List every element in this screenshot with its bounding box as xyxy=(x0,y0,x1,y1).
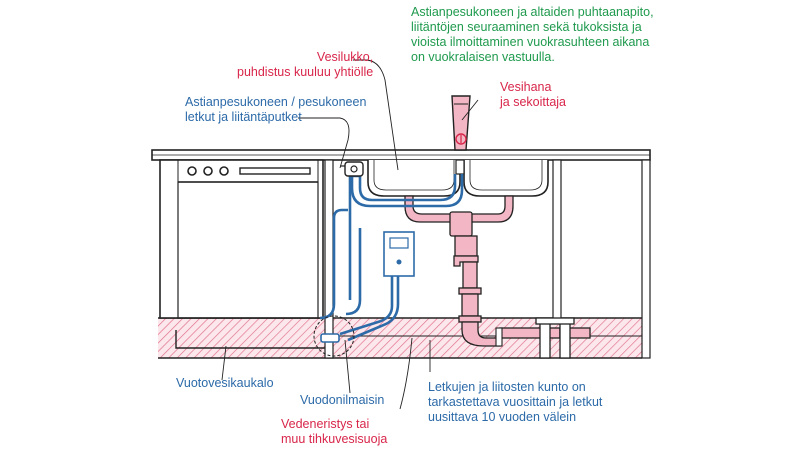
label-line: Vuodonilmaisin xyxy=(300,393,385,407)
label-line: tarkastettava vuosittain ja letkut xyxy=(428,395,603,409)
leak-detector xyxy=(313,315,355,357)
dishwasher-connection-valve xyxy=(340,161,364,177)
tenant-responsibility-note: Astianpesukoneen ja altaiden puhtaanapit… xyxy=(411,5,654,65)
dishwasher-knob-icon xyxy=(187,166,197,176)
double-sink xyxy=(367,160,549,197)
dishwasher-knob-icon xyxy=(219,166,229,176)
dishwasher-hoses-label: Astianpesukoneen / pesukoneen letkut ja … xyxy=(185,95,366,125)
countertop xyxy=(151,149,651,161)
label-line: uusittava 10 vuoden välein xyxy=(428,410,577,424)
label-line: puhdistus kuuluu yhtiölle xyxy=(237,65,374,79)
label-line: Astianpesukoneen / pesukoneen xyxy=(185,95,367,109)
leak-tray-label: Vuotovesikaukalo xyxy=(176,376,274,391)
faucet-valve-icon xyxy=(455,133,467,145)
sink-cabinet xyxy=(324,159,651,359)
leader-lines xyxy=(221,59,479,410)
label-line: Vedeneristys tai xyxy=(281,417,370,431)
label-line: muu tihkuvesisuoja xyxy=(281,432,388,446)
faucet-label: Vesihana ja sekoittaja xyxy=(500,80,566,110)
note-line: Astianpesukoneen ja altaiden puhtaanapit… xyxy=(411,5,654,19)
label-line: ja sekoittaja xyxy=(500,95,567,109)
leak-detector-label: Vuodonilmaisin xyxy=(300,393,384,408)
note-line: liitäntöjen seuraaminen sekä tukoksista … xyxy=(411,20,642,34)
label-line: Vesilukko, xyxy=(316,50,374,64)
water-heater xyxy=(383,231,415,277)
label-line: Vesihana xyxy=(500,80,552,94)
water-trap-label: Vesilukko, puhdistus kuuluu yhtiölle xyxy=(237,50,373,80)
dishwasher-panel-display xyxy=(239,167,311,175)
label-line: letkut ja liitäntäputket xyxy=(185,110,302,124)
note-line: on vuokralaisen vastuulla. xyxy=(411,50,555,64)
label-line: Letkujen ja liitosten kunto on xyxy=(428,380,586,394)
hose-inspection-label: Letkujen ja liitosten kunto on tarkastet… xyxy=(428,380,602,425)
faucet xyxy=(451,95,471,175)
dishwasher xyxy=(159,159,324,319)
leak-tray xyxy=(175,330,326,349)
leak-detector-sensor-icon xyxy=(320,333,340,343)
note-line: vioista ilmoittaminen vuokrasuhteen aika… xyxy=(411,35,650,49)
label-line: Vuotovesikaukalo xyxy=(176,376,274,390)
dishwasher-knob-icon xyxy=(203,166,213,176)
waterproofing-label: Vedeneristys tai muu tihkuvesisuoja xyxy=(281,417,387,447)
floor-pipes xyxy=(495,317,575,359)
